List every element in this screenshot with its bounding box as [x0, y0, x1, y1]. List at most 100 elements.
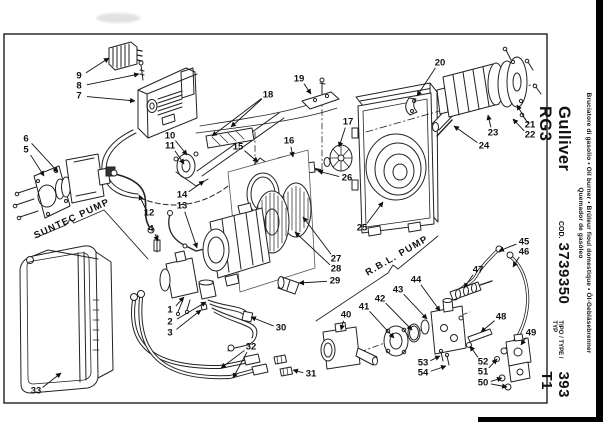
part-number-14: 14 — [176, 189, 188, 201]
part-number-32: 32 — [245, 341, 257, 353]
leader-line-7 — [86, 96, 136, 104]
leader-line-1 — [175, 296, 185, 307]
leader-line-52 — [469, 345, 479, 358]
leader-line-44 — [420, 284, 441, 312]
leader-line-48 — [480, 320, 495, 333]
part-number-29: 29 — [329, 275, 341, 287]
leader-line-16 — [289, 146, 295, 158]
part-number-41: 41 — [358, 301, 370, 313]
leader-line-18 — [211, 98, 262, 137]
leader-line-43 — [403, 293, 428, 320]
part-number-11: 11 — [164, 140, 176, 152]
part-number-26: 26 — [341, 172, 353, 184]
part-number-28: 28 — [330, 263, 342, 275]
part-number-20: 20 — [434, 57, 446, 69]
tipo-label: TIPO / TYPE / TYP — [551, 320, 563, 359]
part-number-13: 13 — [176, 200, 188, 212]
leader-line-51 — [488, 358, 498, 369]
scan-smudge — [96, 13, 140, 23]
section-divider-lines — [34, 209, 439, 322]
left-pump-assembly — [12, 153, 116, 221]
leader-line-18 — [230, 98, 263, 128]
leader-line-17 — [337, 127, 346, 148]
leader-line-21 — [516, 104, 527, 121]
leader-line-10 — [174, 140, 188, 156]
part-number-15: 15 — [232, 141, 244, 153]
leader-line-28 — [294, 231, 331, 266]
part-number-7: 7 — [76, 90, 82, 102]
part-number-3: 3 — [167, 327, 173, 339]
leader-line-22 — [512, 118, 525, 132]
diagram-frame — [3, 33, 548, 404]
part-number-2: 2 — [167, 316, 173, 328]
part-number-25: 25 — [356, 222, 368, 234]
part-number-53: 53 — [417, 357, 429, 369]
motor-top-right — [365, 46, 542, 137]
leader-line-8 — [86, 72, 140, 86]
model-name: Gulliver RG3 — [536, 106, 573, 172]
leader-line-12 — [138, 194, 146, 208]
part-number-6: 6 — [23, 133, 29, 145]
part-number-27: 27 — [330, 253, 342, 265]
leader-line-14 — [188, 180, 205, 193]
leader-line-50 — [490, 376, 503, 383]
leader-line-49 — [520, 337, 527, 346]
leader-line-5 — [30, 154, 45, 177]
part-number-22: 22 — [524, 129, 536, 141]
part-number-19: 19 — [293, 73, 305, 85]
leader-line-19 — [303, 83, 312, 95]
languages-line1: Bruciatore di gasolio • Oil burner • Brû… — [585, 92, 592, 354]
burner-motor — [202, 202, 271, 287]
screw-part8 — [138, 60, 145, 81]
burner-cover — [19, 245, 114, 394]
leader-line-2 — [176, 301, 207, 320]
part-number-33: 33 — [30, 385, 42, 397]
leader-line-40 — [339, 320, 345, 331]
leader-line-33 — [42, 372, 62, 388]
flexible-hoses — [130, 290, 293, 380]
part-number-48: 48 — [495, 311, 507, 323]
part-number-24: 24 — [478, 140, 490, 152]
part-number-10: 10 — [164, 130, 176, 142]
part-number-31: 31 — [305, 368, 317, 380]
leader-line-3 — [176, 309, 202, 330]
part-number-42: 42 — [374, 293, 386, 305]
fan-impeller — [323, 144, 353, 172]
part-number-30: 30 — [275, 322, 287, 334]
leader-line-46 — [512, 256, 520, 268]
leader-line-53 — [430, 355, 441, 362]
leader-line-50 — [490, 383, 508, 389]
leader-line-30 — [250, 316, 274, 327]
part-number-47: 47 — [472, 264, 484, 276]
part-number-46: 46 — [518, 246, 530, 258]
suntec-pump-assembly — [159, 250, 258, 352]
part-number-54: 54 — [417, 367, 429, 379]
mounting-bracket-19 — [301, 77, 340, 173]
leader-line-25 — [366, 201, 384, 224]
leader-line-54 — [430, 365, 447, 372]
leader-line-15 — [244, 150, 259, 163]
part-number-8: 8 — [76, 80, 82, 92]
leader-line-47 — [463, 274, 474, 289]
leader-line-31 — [292, 368, 304, 374]
oil-line-12 — [110, 169, 155, 234]
leader-line-24 — [453, 125, 478, 144]
leader-line-13 — [184, 211, 198, 249]
part-number-52: 52 — [477, 356, 489, 368]
leader-line-20 — [416, 67, 436, 97]
part-number-16: 16 — [283, 135, 295, 147]
leader-line-11 — [174, 150, 185, 165]
part-number-5: 5 — [23, 144, 29, 156]
leader-line-29 — [298, 280, 328, 286]
control-box — [137, 67, 198, 139]
cod-label: COD. — [557, 221, 564, 239]
leader-line-45 — [498, 243, 517, 252]
fan-housing — [351, 82, 439, 237]
part-number-1: 1 — [167, 304, 173, 316]
leader-line-27 — [302, 216, 332, 255]
part-number-49: 49 — [525, 327, 537, 339]
ignition-transformer — [108, 41, 143, 71]
leader-line-23 — [486, 114, 492, 128]
